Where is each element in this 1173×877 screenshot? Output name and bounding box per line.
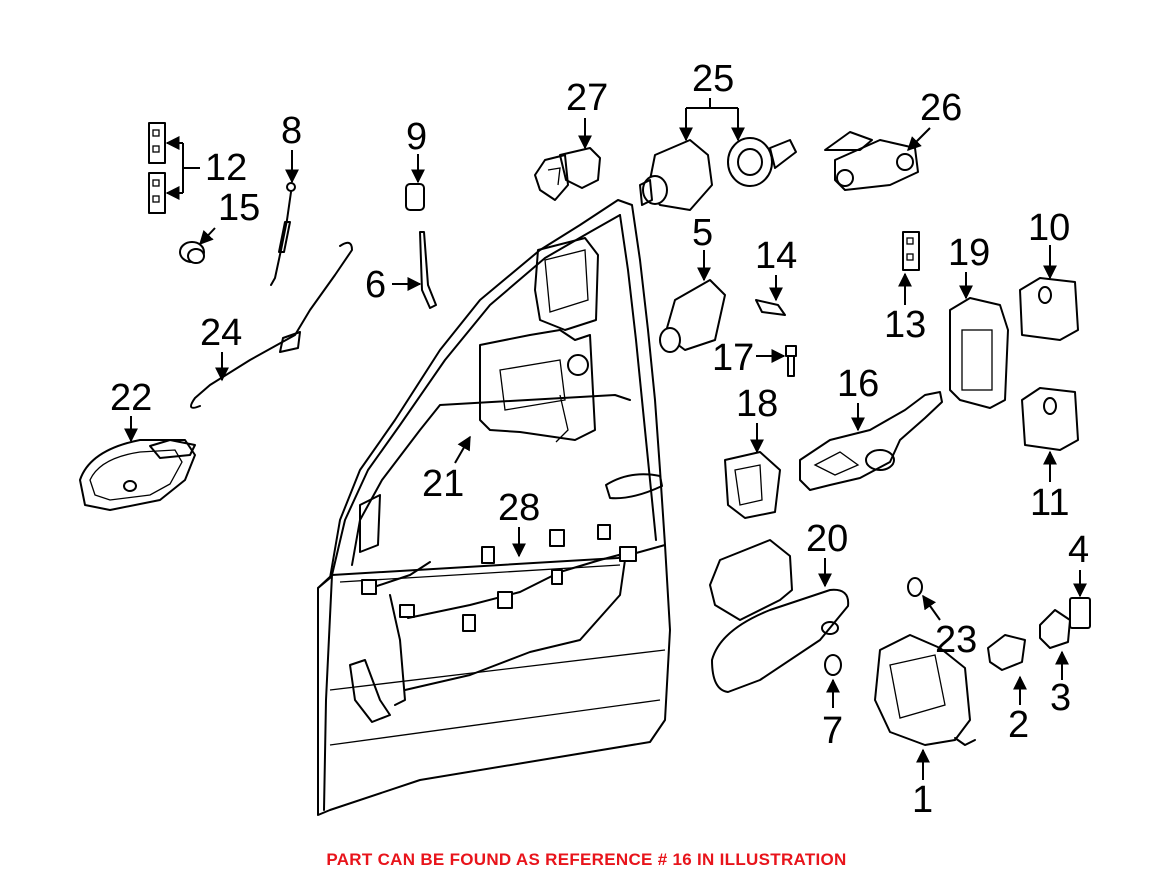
callout-10: 10 <box>1028 207 1070 249</box>
part-3-drawing <box>1039 609 1071 649</box>
callout-14: 14 <box>755 235 797 277</box>
part-27-drawing <box>534 147 601 201</box>
plate-13-drawing <box>902 231 920 271</box>
callout-18: 18 <box>736 383 778 425</box>
reference-note: PART CAN BE FOUND AS REFERENCE # 16 IN I… <box>326 850 847 869</box>
outside-handle-20-drawing <box>709 539 850 693</box>
leader-lines <box>124 98 1087 780</box>
part-4-drawing <box>1069 597 1091 629</box>
bushing-7-drawing <box>824 654 842 676</box>
cable-24-drawing <box>190 241 353 409</box>
callout-9: 9 <box>406 116 427 158</box>
callout-4: 4 <box>1068 529 1089 571</box>
callout-17: 17 <box>712 337 754 379</box>
bracket-18-drawing <box>724 451 781 519</box>
gasket-19-drawing <box>949 297 1009 409</box>
callout-1: 1 <box>912 779 933 821</box>
callout-labels: 1 2 3 4 5 6 7 8 9 10 11 12 13 14 15 16 1… <box>110 58 1089 821</box>
part-11-drawing <box>1021 387 1079 451</box>
pin-14-drawing <box>755 299 786 316</box>
part-26-drawing <box>824 131 919 191</box>
callout-19: 19 <box>948 232 990 274</box>
cylinder-housing-5-drawing <box>659 279 726 353</box>
clip-9-drawing <box>405 183 425 211</box>
callout-3: 3 <box>1050 677 1071 719</box>
callout-13: 13 <box>884 304 926 346</box>
lock-cylinder-25-drawing <box>639 137 797 211</box>
callout-8: 8 <box>281 110 302 152</box>
callout-16: 16 <box>837 363 879 405</box>
callout-5: 5 <box>692 212 713 254</box>
rod-8-drawing <box>270 182 296 286</box>
callout-2: 2 <box>1008 704 1029 746</box>
plates-12-drawing <box>148 122 166 214</box>
callout-6: 6 <box>365 264 386 306</box>
callout-20: 20 <box>806 518 848 560</box>
callout-28: 28 <box>498 487 540 529</box>
callout-15: 15 <box>218 187 260 229</box>
callout-21: 21 <box>422 463 464 505</box>
callout-7: 7 <box>822 710 843 752</box>
wiring-harness-drawing <box>349 524 637 723</box>
callout-27: 27 <box>566 77 608 119</box>
callout-23: 23 <box>935 619 977 661</box>
inside-handle-22-drawing <box>79 439 196 511</box>
callout-24: 24 <box>200 312 242 354</box>
rod-6-drawing <box>419 231 437 309</box>
part-2-drawing <box>987 634 1026 671</box>
callout-22: 22 <box>110 377 152 419</box>
callout-25: 25 <box>692 58 734 100</box>
handle-carrier-16-drawing <box>799 391 943 491</box>
callout-26: 26 <box>920 87 962 129</box>
part-10-drawing <box>1019 277 1079 341</box>
latch-1-drawing <box>874 634 976 746</box>
door-shell-drawing <box>317 199 671 816</box>
bushing-23-drawing <box>907 577 923 597</box>
bolt-17-drawing <box>785 345 797 377</box>
grommet-15-drawing <box>179 241 205 264</box>
callout-11: 11 <box>1030 482 1069 524</box>
window-regulator-drawing <box>479 237 599 443</box>
callout-12: 12 <box>205 147 247 189</box>
